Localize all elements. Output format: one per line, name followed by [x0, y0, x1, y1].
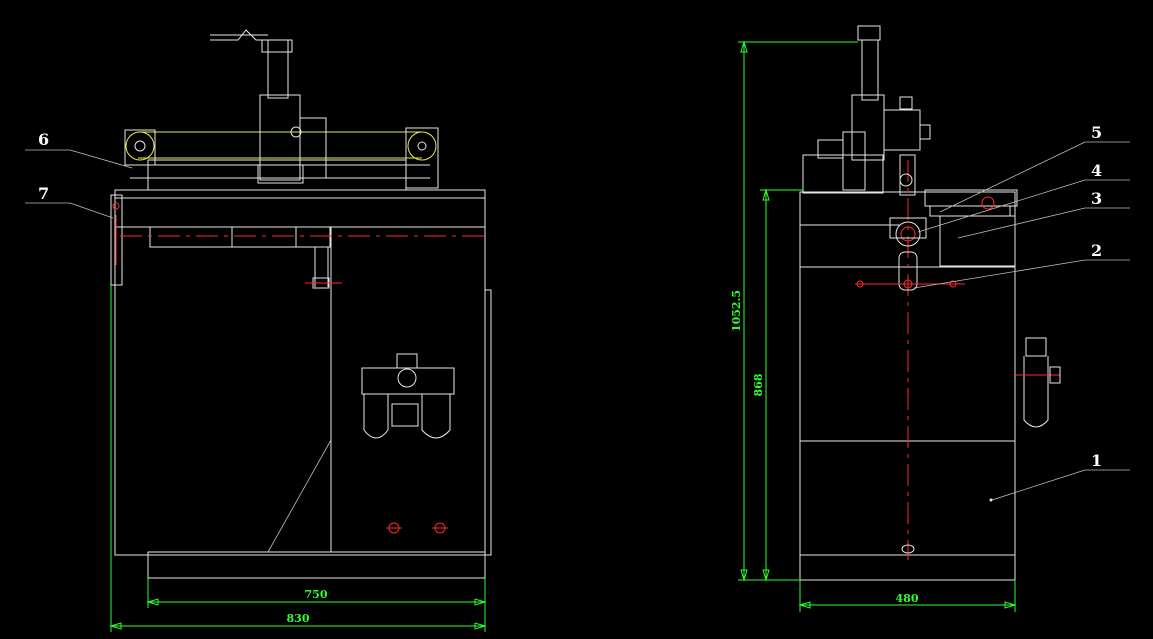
front-base-plate	[147, 551, 486, 579]
dim-480-text: 480	[896, 592, 919, 605]
press-handle-top	[210, 29, 268, 41]
dim-side-body-height: 868	[752, 188, 803, 582]
side-slide	[899, 154, 916, 196]
side-clamp-head-red	[900, 226, 916, 242]
press-cylinder-cap	[261, 39, 293, 53]
dim-side-width: 480	[798, 580, 1017, 612]
filter-bowl-left	[363, 394, 389, 439]
side-head-knob-2	[919, 124, 931, 140]
right-pulley	[407, 131, 437, 161]
front-side-door	[484, 289, 492, 556]
side-view: 480 1052.5 868 1 2 3	[730, 25, 1130, 612]
dim-front-overall: 830	[109, 285, 487, 632]
leader-5-d	[939, 141, 1086, 213]
front-leader-diagonal	[267, 439, 332, 553]
side-clamp-jaw	[889, 217, 927, 239]
side-red-point-right	[949, 280, 957, 288]
side-bottom-bolt	[901, 544, 915, 554]
front-view: 750 830 6 7	[25, 29, 492, 632]
filter-gauge	[397, 368, 417, 388]
dim-830-text: 830	[287, 612, 310, 625]
dim-1052-5-text: 1052.5	[730, 290, 743, 332]
side-head-block	[883, 109, 921, 151]
right-pulley-hub	[417, 141, 427, 151]
part-label-3: 3	[1091, 189, 1102, 208]
press-head-body	[259, 94, 301, 181]
front-side-gauge	[110, 194, 123, 286]
side-red-point-left	[856, 280, 864, 288]
filter-header	[361, 367, 455, 395]
front-cabinet-body	[114, 189, 486, 556]
leader-3-d	[957, 207, 1086, 239]
part-label-4: 4	[1091, 161, 1102, 180]
side-head-body	[851, 94, 885, 161]
side-red-point-center	[903, 279, 913, 289]
front-cylinder	[149, 226, 331, 248]
side-cylinder-cap	[857, 25, 881, 41]
part-label-5: 5	[1091, 123, 1102, 142]
front-cylinder-mid	[231, 226, 297, 248]
filter-top-port	[396, 353, 418, 369]
side-regulator-knob	[1049, 366, 1061, 384]
part-label-7: 7	[38, 184, 49, 203]
right-pulley-housing	[405, 127, 439, 189]
dim-750-text: 750	[305, 588, 328, 601]
press-cylinder	[267, 39, 289, 99]
side-slide-pin	[899, 173, 913, 187]
press-side-block	[299, 117, 327, 179]
left-pulley-bracket	[124, 129, 156, 166]
press-foot	[257, 164, 304, 184]
side-link	[898, 251, 918, 291]
leader-7-d	[69, 202, 114, 219]
filter-bowl-right	[421, 394, 451, 439]
dim-front-inner: 750	[146, 578, 487, 608]
side-cylinder	[861, 39, 879, 101]
leader-4-d	[917, 179, 1086, 233]
side-motor	[842, 131, 866, 191]
side-clamp-frame	[939, 215, 1016, 267]
side-regulator-bowl	[1023, 356, 1049, 428]
side-clamp-head	[895, 221, 921, 247]
press-knob	[290, 126, 302, 138]
side-regulator-head	[1025, 337, 1047, 357]
side-head-knob	[899, 96, 913, 110]
leader-1-d	[991, 469, 1086, 501]
part-label-6: 6	[38, 130, 49, 149]
left-pulley	[125, 131, 155, 161]
leader-6-d	[69, 149, 133, 169]
leader-2-d	[913, 259, 1086, 289]
part-label-1: 1	[1091, 451, 1102, 470]
side-clamp-red-knob	[981, 196, 995, 210]
gauge-red-knob	[112, 202, 120, 210]
leader-1-dot	[989, 498, 993, 502]
filter-center-block	[391, 403, 419, 427]
dim-868-text: 868	[752, 373, 765, 396]
left-pulley-hub	[134, 140, 146, 152]
part-label-2: 2	[1091, 241, 1102, 260]
dim-side-overall-height: 1052.5	[730, 40, 858, 582]
